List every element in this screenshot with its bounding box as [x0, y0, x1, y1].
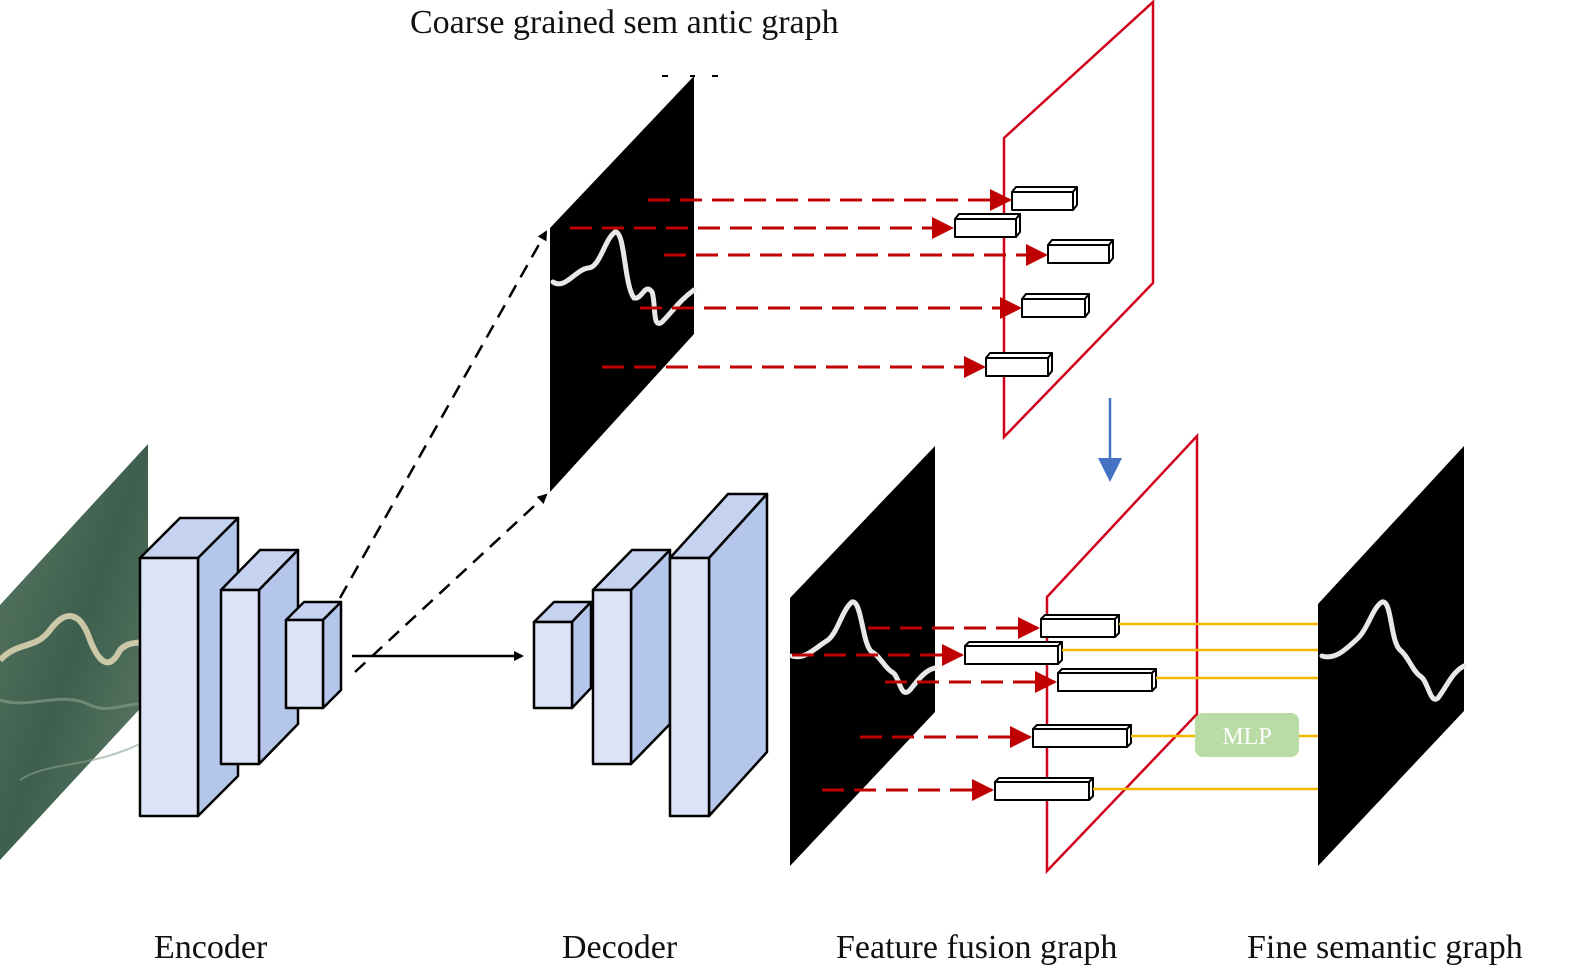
input-satellite-image [0, 444, 150, 860]
fusion-graph-label: Feature fusion graph [836, 929, 1117, 966]
blue-down-arrowhead [1098, 458, 1122, 482]
lower-feature-box-2 [964, 641, 1063, 665]
coarse-semantic-map [550, 76, 697, 492]
lower-feature-box-4 [1032, 724, 1132, 748]
mlp-block: MLP [1195, 713, 1299, 757]
skip-arrow-upper [338, 230, 548, 599]
mlp-label: MLP [1222, 724, 1271, 750]
upper-feature-box-5 [985, 352, 1053, 377]
upper-feature-box-4 [1021, 293, 1090, 318]
upper-fusion-plane [1002, 0, 1155, 441]
lower-feature-box-5 [994, 777, 1094, 801]
coarse-graph-title: Coarse grained sem antic graph [410, 4, 839, 41]
lower-feature-boxes [964, 614, 1157, 801]
lower-fusion-plane [1045, 432, 1199, 875]
upper-feature-boxes [954, 186, 1114, 377]
upper-feature-box-3 [1047, 239, 1114, 264]
upper-sampling-arrows [570, 189, 1048, 378]
fine-semantic-map [1318, 446, 1467, 866]
lower-sampling-arrows [792, 617, 1057, 801]
encoder-block-3 [284, 600, 343, 710]
encoder-label: Encoder [154, 929, 268, 966]
fine-graph-label: Fine semantic graph [1247, 929, 1523, 966]
decoder-block-1 [532, 600, 593, 710]
upper-feature-box-1 [1011, 186, 1078, 211]
decoder-block-3 [668, 492, 769, 818]
skip-arrow-lower [354, 493, 548, 673]
upper-feature-box-2 [954, 213, 1021, 238]
lower-feature-box-1 [1040, 614, 1120, 638]
decoder-label: Decoder [562, 929, 678, 966]
lower-feature-box-3 [1057, 668, 1157, 692]
encoder-block-2 [219, 548, 300, 766]
decoder-block-2 [591, 548, 672, 766]
